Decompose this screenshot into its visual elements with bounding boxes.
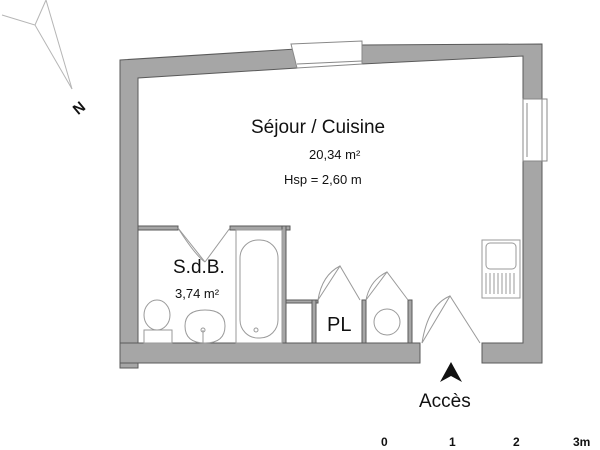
washbasin-icon xyxy=(184,309,226,344)
living-room-height: Hsp = 2,60 m xyxy=(284,172,362,187)
walls xyxy=(119,43,543,369)
bathroom-name: S.d.B. xyxy=(173,257,225,278)
closet-label: PL xyxy=(327,314,352,336)
living-room-area: 20,34 m² xyxy=(309,147,361,162)
doors xyxy=(177,227,481,344)
windows xyxy=(290,40,548,162)
scale-tick-1: 1 xyxy=(449,435,456,449)
scale-tick-3m: 3m xyxy=(573,435,591,449)
scale-tick-0: 0 xyxy=(381,435,388,449)
toilet-icon xyxy=(143,299,173,344)
living-room-name: Séjour / Cuisine xyxy=(251,117,386,138)
kitchen-sink-icon xyxy=(481,239,521,299)
bathtub-icon xyxy=(235,229,283,344)
fixtures xyxy=(143,229,521,344)
water-heater-icon xyxy=(373,308,401,336)
scale-tick-2: 2 xyxy=(513,435,520,449)
bathroom-area: 3,74 m² xyxy=(175,286,220,301)
entrance-arrow-icon xyxy=(440,362,462,382)
north-arrow-icon xyxy=(1,0,73,90)
entrance-label: Accès xyxy=(419,391,471,412)
